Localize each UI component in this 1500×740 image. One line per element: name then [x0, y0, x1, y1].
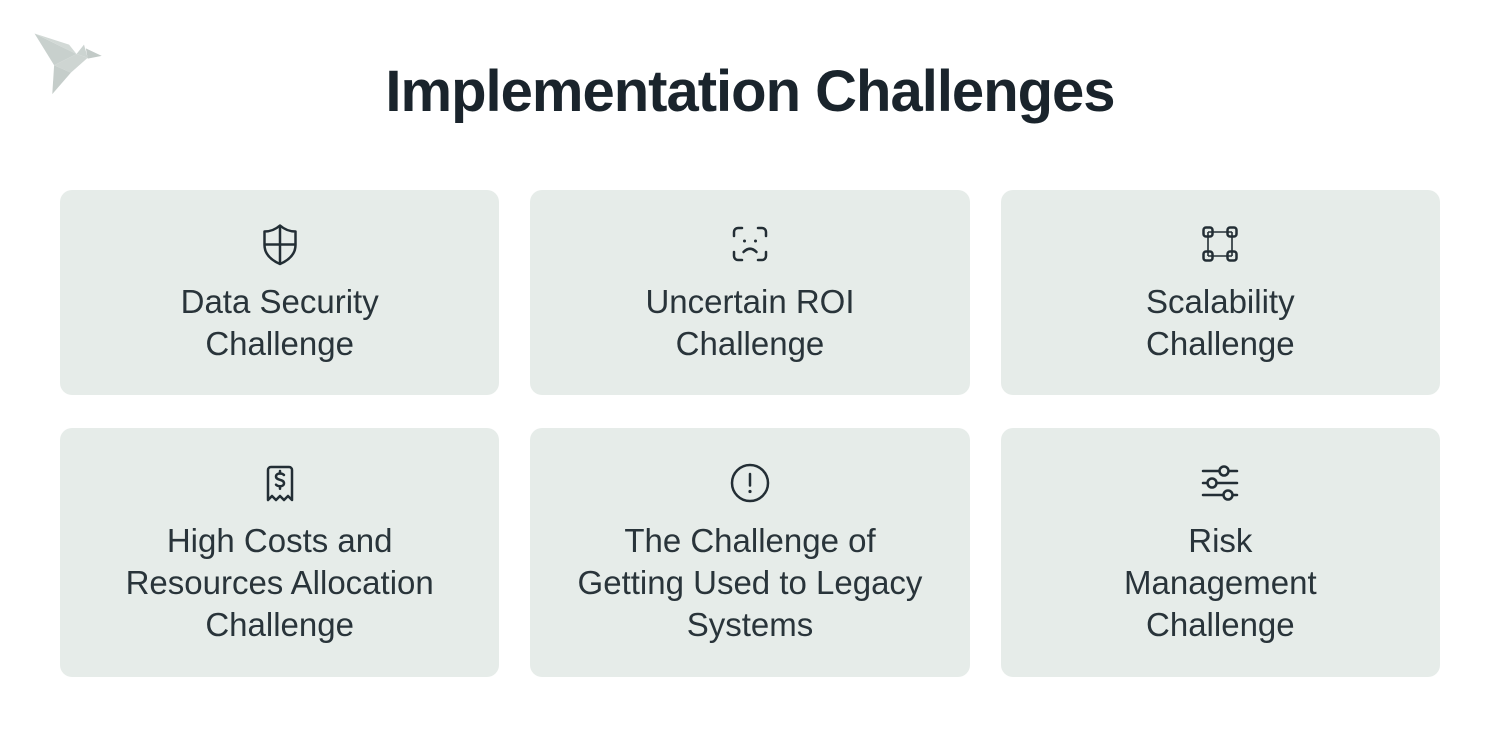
card-label-line: High Costs and: [166, 522, 393, 559]
card-label-line: Challenge: [205, 606, 354, 643]
card-label-line: Resources Allocation: [125, 564, 434, 601]
origami-bird-graphic: [34, 33, 102, 95]
origami-bird-logo: [28, 26, 112, 102]
sliders-icon: [1196, 459, 1244, 507]
card-label-line: Challenge: [1146, 606, 1295, 643]
card-label-line: The Challenge of: [624, 522, 876, 559]
card-scalability: Scalability Challenge: [1000, 190, 1440, 395]
card-label: Data Security Challenge: [181, 281, 379, 365]
card-label: Uncertain ROI Challenge: [645, 281, 854, 365]
card-label-line: Systems: [686, 606, 814, 643]
card-label-line: Challenge: [1146, 325, 1295, 362]
alert-circle-icon: [726, 459, 774, 507]
card-label: Scalability Challenge: [1146, 281, 1295, 365]
card-legacy-systems: The Challenge of Getting Used to Legacy …: [530, 428, 970, 677]
card-label: High Costs and Resources Allocation Chal…: [126, 520, 434, 646]
card-label: Risk Management Challenge: [1124, 520, 1317, 646]
card-label-line: Data Security: [180, 283, 379, 320]
sad-face-scan-icon: [726, 220, 774, 268]
card-high-costs: High Costs and Resources Allocation Chal…: [60, 428, 500, 677]
card-label-line: Getting Used to Legacy: [577, 564, 923, 601]
page-title: Implementation Challenges: [385, 59, 1115, 124]
card-label: The Challenge of Getting Used to Legacy …: [578, 520, 923, 646]
receipt-dollar-icon: [256, 459, 304, 507]
card-data-security: Data Security Challenge: [60, 190, 500, 395]
card-label-line: Management: [1124, 564, 1317, 601]
challenges-grid: Data Security Challenge Uncertain ROI: [60, 190, 1440, 677]
card-label-line: Challenge: [675, 325, 825, 362]
card-label-line: Risk: [1188, 522, 1253, 559]
card-label-line: Challenge: [205, 325, 354, 362]
card-label-line: Scalability: [1146, 283, 1295, 320]
card-label-line: Uncertain ROI: [645, 283, 855, 320]
card-uncertain-roi: Uncertain ROI Challenge: [530, 190, 970, 395]
shield-cross-icon: [256, 220, 304, 268]
bounding-box-icon: [1196, 220, 1244, 268]
card-risk-management: Risk Management Challenge: [1000, 428, 1440, 677]
